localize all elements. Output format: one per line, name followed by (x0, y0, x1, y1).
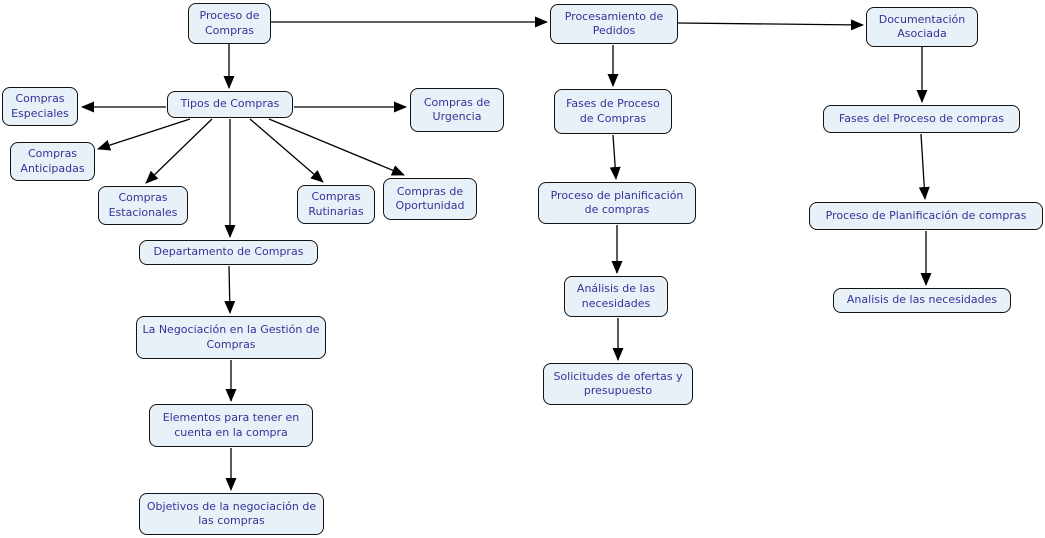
arrow-tipos-to-estacionales (145, 118, 213, 184)
node-compras-de-oportunidad[interactable]: Compras de Oportunidad (383, 178, 477, 220)
node-documentacion-asociada[interactable]: Documentación Asociada (866, 7, 978, 47)
node-fases-del-proceso-de-compras[interactable]: Fases del Proceso de compras (823, 105, 1020, 133)
node-proceso-de-compras[interactable]: Proceso de Compras (188, 3, 271, 44)
node-analisis-de-las-necesidades-doc[interactable]: Analisis de las necesidades (833, 288, 1011, 313)
node-negociacion-gestion-compras[interactable]: La Negociación en la Gestión de Compras (136, 316, 326, 359)
node-elementos-compra[interactable]: Elementos para tener en cuenta en la com… (149, 404, 313, 447)
node-tipos-de-compras[interactable]: Tipos de Compras (167, 91, 293, 118)
node-proceso-de-planificacion-de-compras[interactable]: Proceso de Planificación de compras (809, 202, 1043, 230)
arrow-tipos-to-oportunidad (268, 118, 405, 176)
node-fases-de-proceso-de-compras[interactable]: Fases de Proceso de Compras (554, 89, 672, 134)
node-solicitudes-ofertas-presupuesto[interactable]: Solicitudes de ofertas y presupuesto (543, 363, 693, 405)
node-objetivos-negociacion[interactable]: Objetivos de la negociación de las compr… (139, 493, 324, 535)
node-compras-anticipadas[interactable]: Compras Anticipadas (10, 142, 95, 181)
node-compras-de-urgencia[interactable]: Compras de Urgencia (410, 88, 504, 132)
arrow-fases-to-planificacion (609, 134, 621, 180)
node-compras-rutinarias[interactable]: Compras Rutinarias (297, 185, 375, 224)
arrow-tipos-to-rutinarias (249, 118, 324, 183)
arrow-departamento-to-negociacion (224, 265, 236, 314)
node-compras-estacionales[interactable]: Compras Estacionales (98, 186, 188, 225)
arrow-fases-doc-to-planificacion-doc (918, 133, 930, 200)
node-compras-especiales[interactable]: Compras Especiales (2, 87, 78, 126)
arrow-procesamiento-to-documentacion (677, 19, 864, 31)
node-analisis-de-las-necesidades[interactable]: Análisis de las necesidades (564, 276, 668, 317)
node-procesamiento-de-pedidos[interactable]: Procesamiento de Pedidos (550, 4, 678, 44)
node-departamento-de-compras[interactable]: Departamento de Compras (139, 240, 318, 265)
node-proceso-de-planificacion[interactable]: Proceso de planificación de compras (538, 182, 696, 224)
arrow-tipos-to-anticipadas (97, 118, 191, 151)
